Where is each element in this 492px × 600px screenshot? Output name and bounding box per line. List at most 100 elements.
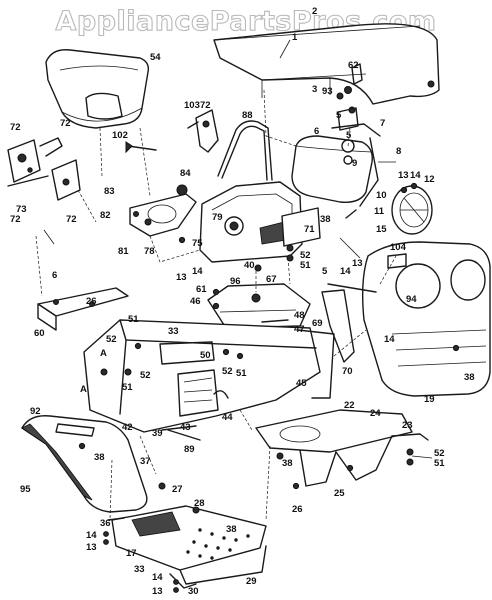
part-label: 73 <box>16 204 27 215</box>
part-label: 23 <box>402 420 413 431</box>
part-label: 6 <box>52 270 57 281</box>
part-label: 78 <box>144 246 155 257</box>
part-label: 72 <box>10 122 21 133</box>
part-label: 33 <box>168 326 179 337</box>
dash-panel <box>178 181 321 263</box>
part-label: 13 <box>152 586 163 597</box>
part-label: 14 <box>384 334 395 345</box>
part-label: 30 <box>188 586 199 597</box>
hood-bracket <box>336 63 363 131</box>
part-label: 14 <box>340 266 351 277</box>
left-bracket <box>37 287 129 331</box>
part-label: 103 <box>184 100 200 111</box>
part-label: 82 <box>100 210 111 221</box>
part-label: 37 <box>140 456 151 467</box>
dash-trim <box>217 120 273 181</box>
assembly-guides <box>35 89 397 521</box>
part-label: 51 <box>434 458 445 469</box>
tank-bracket <box>331 123 381 207</box>
part-label: A <box>100 348 107 359</box>
part-label: 11 <box>374 206 385 217</box>
part-label: 43 <box>180 422 191 433</box>
part-label: 72 <box>66 214 77 225</box>
part-label: 51 <box>300 260 311 271</box>
part-label: 69 <box>312 318 323 329</box>
part-label: 51 <box>128 314 139 325</box>
part-label: 75 <box>192 238 203 249</box>
part-label: 38 <box>464 372 475 383</box>
part-label: 19 <box>424 394 435 405</box>
part-label: 36 <box>100 518 111 529</box>
main-frame <box>83 319 335 433</box>
part-label: 51 <box>122 382 133 393</box>
part-label: 13 <box>398 170 409 181</box>
watermark-text: AppliancePartsPros.com <box>55 6 436 37</box>
part-label: 26 <box>86 296 97 307</box>
part-label: 33 <box>134 564 145 575</box>
part-label: 48 <box>294 310 305 321</box>
part-label: 8 <box>396 146 401 157</box>
part-label: 89 <box>184 444 195 455</box>
part-label: 14 <box>410 170 421 181</box>
part-label: 42 <box>122 422 133 433</box>
part-label: 94 <box>406 294 417 305</box>
part-label: 62 <box>348 60 359 71</box>
part-label: 71 <box>304 224 315 235</box>
part-label: 92 <box>30 406 41 417</box>
headlight <box>391 182 433 235</box>
part-label: 6 <box>314 126 319 137</box>
grille-nose <box>361 241 491 397</box>
part-label: 29 <box>246 576 257 587</box>
part-label: A <box>80 384 87 395</box>
part-label: 15 <box>376 224 387 235</box>
lever-assembly-left <box>7 137 81 201</box>
part-label: 2 <box>312 6 317 17</box>
fuel-tank <box>291 135 373 203</box>
part-label: 22 <box>344 400 355 411</box>
part-label: 38 <box>226 524 237 535</box>
part-label: 44 <box>222 412 233 423</box>
part-label: 60 <box>34 328 45 339</box>
part-label: 67 <box>266 274 277 285</box>
part-label: 47 <box>294 324 305 335</box>
leader-lines <box>43 39 433 459</box>
hood <box>213 23 440 105</box>
part-label: 14 <box>86 530 97 541</box>
part-label: 93 <box>322 86 333 97</box>
part-label: 72 <box>60 118 71 129</box>
part-label: 24 <box>370 408 381 419</box>
rear-fender <box>21 415 148 513</box>
part-label: 46 <box>190 296 201 307</box>
part-label: 61 <box>196 284 207 295</box>
part-label: 28 <box>194 498 205 509</box>
part-label: 52 <box>106 334 117 345</box>
side-panel <box>321 283 377 363</box>
footrest <box>103 482 267 593</box>
part-label: 13 <box>352 258 363 269</box>
part-label: 52 <box>140 370 151 381</box>
part-label: 54 <box>150 52 161 63</box>
part-label: 27 <box>172 484 183 495</box>
part-label: 45 <box>296 378 307 389</box>
part-label: 84 <box>180 168 191 179</box>
part-label: 14 <box>152 572 163 583</box>
ignition-key <box>125 141 157 154</box>
part-label: 13 <box>86 542 97 553</box>
part-label: 38 <box>320 214 331 225</box>
part-label: 104 <box>390 242 407 253</box>
part-labels: 1 2 3 5 5 5 6 6 7 8 9 10 11 12 13 14 15 … <box>10 6 475 597</box>
part-label: 13 <box>176 272 187 283</box>
part-label: 38 <box>282 458 293 469</box>
part-label: 102 <box>112 130 128 141</box>
part-label: 25 <box>334 488 345 499</box>
part-label: 14 <box>192 266 203 277</box>
part-label: 5 <box>336 110 342 121</box>
part-label: 79 <box>212 212 223 223</box>
part-label: 50 <box>200 350 211 361</box>
mount-plate <box>207 283 311 329</box>
throttle-lever <box>187 109 219 153</box>
part-label: 9 <box>352 158 357 169</box>
part-label: 38 <box>94 452 105 463</box>
part-label: 5 <box>322 266 328 277</box>
part-label: 81 <box>118 246 129 257</box>
